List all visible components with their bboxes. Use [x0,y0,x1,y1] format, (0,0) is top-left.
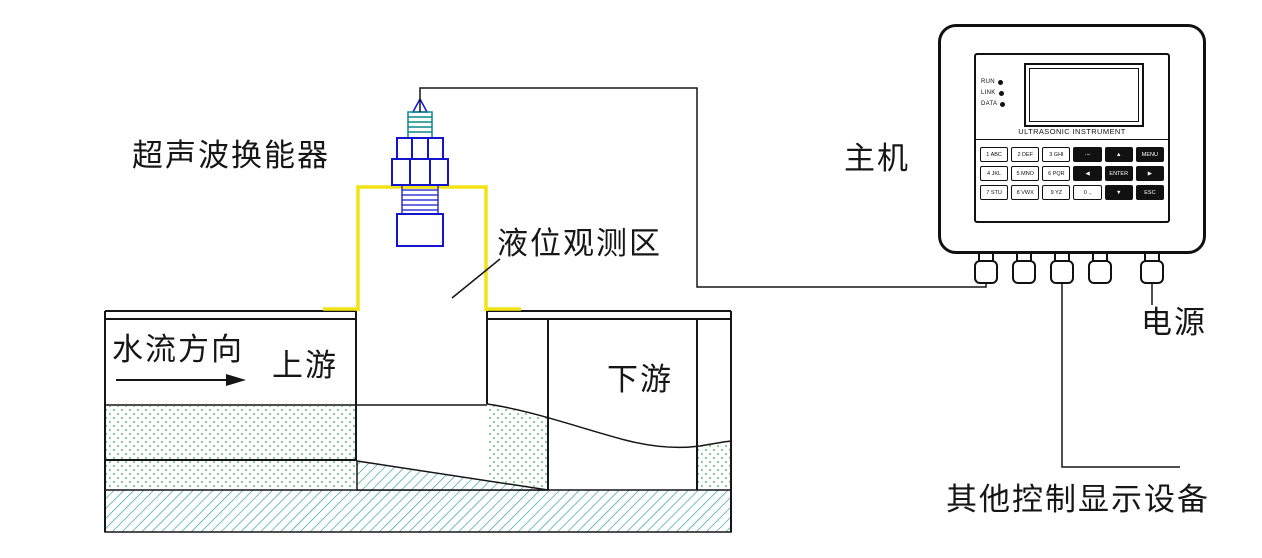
transducer-label: 超声波换能器 [132,138,330,173]
aux-devices-cable [1061,283,1180,468]
key-0: 0 ., [1073,185,1102,200]
led-indicator-icon [997,79,1003,85]
ultrasonic-transducer [391,97,449,247]
led-label: RUN [981,79,995,85]
key-6: 6 PQR [1042,166,1071,181]
water-fills [106,404,731,489]
bracket-frame [356,185,488,311]
cable-gland [1140,249,1164,284]
downstream-label: 下游 [607,362,673,397]
main-unit-device: RUN LINK DATA ULTRASONIC INSTRUMENT 1 AB… [938,24,1206,254]
key-5: 5 MNO [1011,166,1040,181]
transducer-cable [419,87,987,288]
cable-gland [974,249,998,284]
key-right-icon: ▶ [1135,166,1164,181]
foundation-slab [104,489,732,533]
cable-gland [1050,249,1074,284]
flow-direction-label: 水流方向 [112,332,244,367]
downstream-pier-walls [547,319,698,490]
other-devices-label: 其他控制显示设备 [946,482,1210,517]
observation-leader-line [451,258,501,299]
led-indicator-icon [998,90,1004,96]
led-label: DATA [981,101,998,107]
annotations [116,258,501,386]
led-row: DATA [981,101,1006,107]
key-3: 3 GHI [1042,147,1071,162]
upstream-label: 上游 [272,348,338,383]
key-up-icon: ▲ [1104,147,1133,162]
power-label: 电源 [1141,305,1207,340]
sloped-ramp [356,460,549,491]
key-menu: MENU [1135,147,1164,162]
cables [419,87,1180,468]
water-surface-curve [486,403,732,449]
key-9: 9 YZ [1042,185,1071,200]
key-enter: ENTER [1104,166,1133,181]
key-left-icon: ◀ [1073,166,1102,181]
transducer-thread [401,184,439,215]
key-esc: ESC [1135,185,1164,200]
transducer-connector [407,111,433,139]
panel-divider [976,139,1168,140]
midstream-water-fill [488,404,548,489]
lcd-display [1024,63,1144,127]
transducer-body [396,213,444,247]
cable-glands [974,249,1164,284]
main-unit-label: 主机 [844,141,910,176]
key-dot-dash: ·∼ [1073,147,1102,162]
key-1: 1 ABC [980,147,1009,162]
instrument-keypad: 1 ABC 2 DEF 3 GHI ·∼ ▲ MENU 4 JKL 5 MNO … [980,147,1164,200]
status-leds: RUN LINK DATA [981,79,1006,112]
transducer-nuts [391,137,449,186]
lcd-display-inner [1029,68,1139,122]
flow-arrow-head [226,374,246,386]
cable-gland [1088,249,1112,284]
instrument-front-panel: RUN LINK DATA ULTRASONIC INSTRUMENT 1 AB… [974,53,1170,223]
instrument-title: ULTRASONIC INSTRUMENT [1018,127,1126,136]
led-row: LINK [981,90,1005,96]
key-7: 7 STU [980,185,1009,200]
upstream-water-fill [106,406,356,488]
cable-gland [1012,249,1036,284]
led-row: RUN [981,79,1005,85]
downstream-water-fill [698,445,731,489]
key-8: 8 VWX [1011,185,1040,200]
observation-area-label: 液位观测区 [497,226,662,261]
led-indicator-icon [1000,101,1006,107]
mounting-bracket [323,185,521,311]
key-4: 4 JKL [980,166,1009,181]
channel-structure [104,310,732,532]
key-down-icon: ▼ [1104,185,1133,200]
key-2: 2 DEF [1011,147,1040,162]
led-label: LINK [981,90,996,96]
